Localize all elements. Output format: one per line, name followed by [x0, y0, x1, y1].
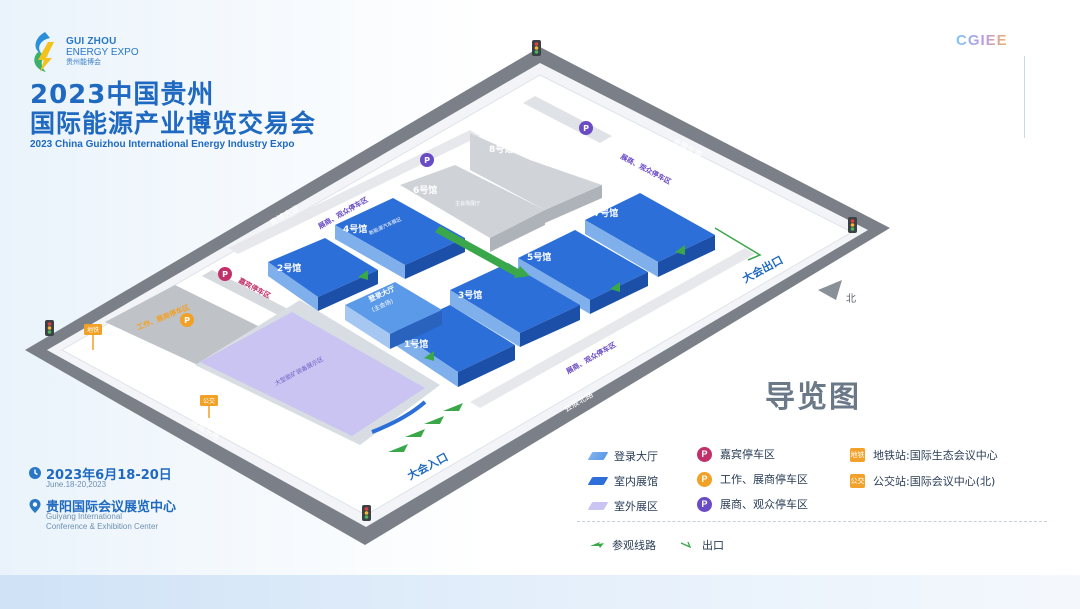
hall-8-side	[545, 185, 602, 223]
visit-route	[358, 226, 685, 452]
metro-sign-icon: 地铁	[84, 324, 102, 350]
location-pin-icon	[29, 499, 41, 513]
visitor-parking-icon-mid: P	[420, 153, 434, 167]
legend-indoor: 室内展馆	[587, 473, 658, 489]
logo-text: GUI ZHOU ENERGY EXPO 贵州能博会	[66, 36, 139, 68]
route-arrow-icon	[590, 542, 604, 548]
traffic-light-icon-bottom	[362, 505, 371, 521]
vip-parking-legend-icon: P	[697, 446, 712, 462]
hall-6-label: 6号馆	[413, 184, 437, 196]
logo-line-1: GUI ZHOU	[66, 36, 117, 47]
outdoor-area	[200, 312, 425, 436]
svg-text:地铁: 地铁	[87, 326, 99, 334]
visitor-parking-legend-icon: P	[697, 496, 712, 512]
hall-6-desc: 主会场展厅	[455, 200, 480, 207]
vip-parking-area	[202, 270, 290, 316]
legend-work-parking: P 工作、展商停车区	[697, 471, 808, 487]
svg-text:公交: 公交	[203, 397, 215, 405]
legend-lobby-label: 登录大厅	[614, 450, 658, 463]
vip-parking-icon: P	[218, 267, 232, 281]
svg-text:P: P	[424, 156, 430, 165]
logo-line-2: ENERGY EXPO	[66, 47, 139, 58]
legend-visitor-parking: P 展商、观众停车区	[697, 496, 808, 512]
legend-outdoor-label: 室外展区	[614, 500, 658, 513]
legend-divider	[577, 521, 1047, 522]
logo-line-3: 贵州能博会	[66, 59, 101, 66]
legend-vip-parking-label: 嘉宾停车区	[720, 448, 775, 461]
legend-metro: 地铁 地铁站:国际生态会议中心	[850, 447, 998, 463]
legend-lobby: 登录大厅	[587, 448, 658, 464]
entrance-gate	[371, 400, 427, 434]
event-date-english: June.18-20,2023	[46, 480, 107, 489]
north-label: 北	[846, 293, 856, 305]
hall-5	[518, 230, 648, 314]
work-parking-icon: P	[180, 313, 194, 327]
metro-legend-icon: 地铁	[850, 448, 865, 462]
svg-text:P: P	[184, 316, 190, 325]
indoor-swatch	[587, 477, 609, 485]
svg-text:P: P	[583, 124, 589, 133]
hall-8-roof	[470, 133, 602, 210]
page-title-line-2: 国际能源产业博览交易会	[30, 109, 317, 138]
page-title-line-1: 2023中国贵州	[30, 80, 215, 110]
hall-6-roof	[400, 165, 545, 238]
event-venue-english-2: Conference & Exhibition Center	[46, 522, 159, 531]
event-venue: 贵阳国际会议展览中心	[46, 500, 177, 515]
legend-exit-label: 出口	[702, 539, 724, 552]
hall-2	[268, 238, 378, 311]
event-date: 2023年6月18-20日	[46, 468, 172, 483]
hall-7	[585, 193, 715, 277]
bus-sign-icon: 公交	[200, 395, 218, 418]
hall-1-label: 1号馆	[404, 338, 428, 350]
legend-metro-label: 地铁站:国际生态会议中心	[873, 449, 998, 462]
hall-3	[450, 263, 580, 347]
legend-work-parking-label: 工作、展商停车区	[720, 473, 808, 486]
bus-legend-icon: 公交	[850, 474, 865, 488]
clock-icon	[29, 467, 41, 479]
divider	[1024, 56, 1025, 138]
event-venue-english-1: Guiyang International	[46, 512, 123, 521]
svg-text:P: P	[222, 270, 228, 279]
legend-outdoor: 室外展区	[587, 498, 658, 514]
exit-route	[714, 227, 762, 261]
page-title-english: 2023 China Guizhou International Energy …	[30, 139, 295, 150]
legend-route: 参观线路	[590, 537, 656, 553]
guide-map-title: 导览图	[765, 380, 861, 415]
parking-strip-se	[470, 248, 755, 408]
hall-3-label: 3号馆	[458, 289, 482, 301]
exit-arrow-icon	[680, 541, 692, 549]
traffic-light-icon-top	[532, 40, 541, 56]
hall-4	[335, 198, 465, 279]
legend-indoor-label: 室内展馆	[614, 475, 658, 488]
legend-bus-label: 公交站:国际会议中心(北)	[873, 475, 996, 488]
brand-logo: CGIEE	[956, 32, 1008, 49]
outdoor-swatch	[587, 502, 609, 510]
lobby-swatch	[587, 452, 609, 460]
north-arrow-icon	[818, 280, 842, 300]
hall-8-desc: 新闻中心	[525, 153, 545, 160]
traffic-light-icon-left	[45, 320, 54, 336]
expo-logo-icon	[34, 32, 54, 72]
work-parking-legend-icon: P	[697, 471, 712, 487]
hall-4-label: 4号馆	[343, 223, 367, 235]
legend-visitor-parking-label: 展商、观众停车区	[720, 498, 808, 511]
hall-5-label: 5号馆	[527, 251, 551, 263]
legend-exit: 出口	[680, 537, 724, 553]
traffic-light-icon-right	[848, 217, 857, 233]
hall-8-label: 8号馆	[489, 143, 513, 155]
legend-vip-parking: P 嘉宾停车区	[697, 446, 775, 462]
parking-strip-west	[228, 130, 480, 254]
hall-2-label: 2号馆	[277, 262, 301, 274]
legend-route-label: 参观线路	[612, 539, 656, 552]
visitor-parking-icon-top: P	[579, 121, 593, 135]
hall-6-side	[490, 210, 545, 252]
footer-band	[0, 575, 1080, 609]
login-lobby	[345, 282, 442, 349]
hall-7-label: 7号馆	[594, 207, 618, 219]
legend-bus: 公交 公交站:国际会议中心(北)	[850, 473, 995, 489]
